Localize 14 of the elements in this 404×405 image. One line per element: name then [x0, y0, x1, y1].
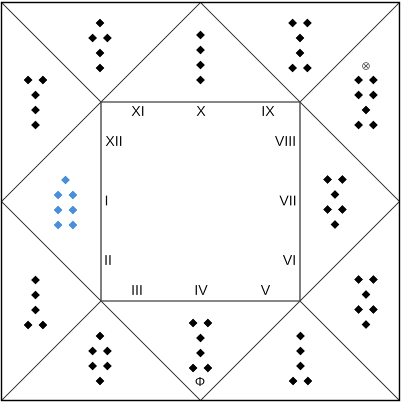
- house-number: XII: [106, 136, 122, 146]
- house-number: VIII: [274, 136, 295, 146]
- symbol-label: ⊗: [362, 62, 370, 70]
- house-number: I: [106, 196, 108, 206]
- house-number: V: [260, 285, 270, 295]
- symbol-label: Φ: [196, 376, 204, 386]
- house-number: IX: [262, 106, 274, 116]
- house-number: III: [132, 285, 142, 295]
- house-number: IV: [196, 285, 208, 295]
- house-number: VI: [282, 255, 295, 265]
- house-number: X: [196, 106, 206, 116]
- house-number: XI: [132, 106, 144, 116]
- house-number: VII: [279, 196, 296, 206]
- house-number: II: [105, 255, 111, 265]
